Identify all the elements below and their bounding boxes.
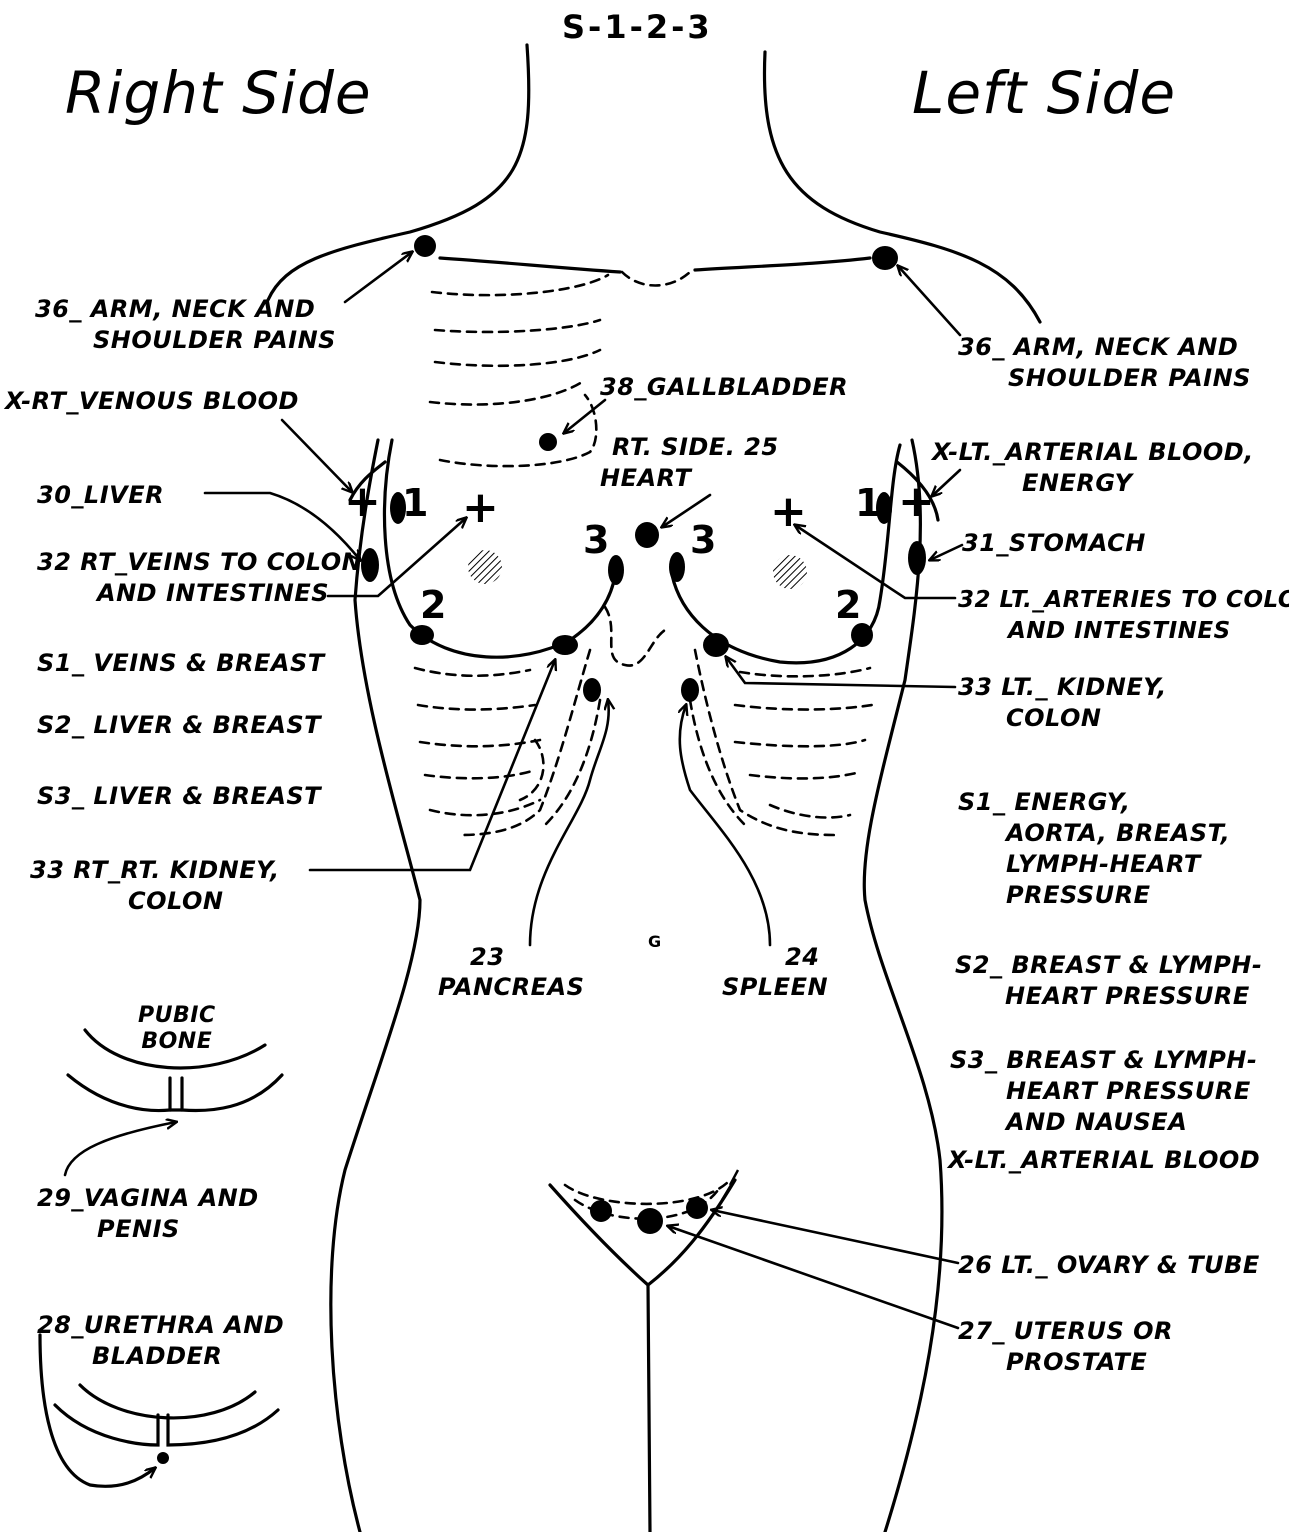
point-31-stomach bbox=[908, 541, 926, 575]
marker-plus-xrt: + bbox=[344, 486, 381, 517]
label-pubic-bone: PUBIC BONE bbox=[138, 1003, 216, 1055]
point-36-left bbox=[872, 246, 898, 270]
marker-3-right: 3 bbox=[583, 525, 610, 556]
label-23-pancreas: PANCREAS bbox=[438, 972, 584, 1003]
point-36-right bbox=[414, 235, 436, 257]
label-x-rt: X-RT_VENOUS BLOOD bbox=[5, 386, 299, 417]
leader-24 bbox=[680, 705, 770, 945]
point-38-gallbladder bbox=[539, 433, 557, 451]
point-24-spleen bbox=[681, 678, 699, 702]
groin-line bbox=[550, 1180, 735, 1285]
point-33-left bbox=[703, 633, 729, 657]
point-30-liver bbox=[361, 548, 379, 582]
marker-plus-xlt: + bbox=[898, 486, 935, 517]
point-23-pancreas bbox=[583, 678, 601, 702]
bladder-arc bbox=[80, 1385, 255, 1418]
label-s3-right: S3_ LIVER & BREAST bbox=[37, 781, 321, 812]
point-26-ovary bbox=[590, 1200, 612, 1222]
right-side-heading: Right Side bbox=[65, 78, 372, 109]
groin-center bbox=[648, 1285, 650, 1532]
label-x-lt-arterial: X-LT._ARTERIAL BLOOD bbox=[948, 1145, 1260, 1176]
label-24-number: 24 bbox=[785, 942, 819, 973]
marker-plus-32-left: + bbox=[770, 496, 807, 527]
point-27-uterus bbox=[637, 1208, 663, 1234]
label-38-gallbladder: 38_GALLBLADDER bbox=[600, 372, 848, 403]
point-3-left bbox=[669, 552, 685, 582]
marker-plus-32-right: + bbox=[462, 492, 499, 523]
left-side-heading: Left Side bbox=[912, 78, 1176, 109]
reflex-points bbox=[157, 235, 926, 1464]
bladder-base bbox=[55, 1405, 278, 1445]
point-25-heart bbox=[635, 522, 659, 548]
label-36-left: 36_ ARM, NECK AND SHOULDER PAINS bbox=[958, 332, 1251, 394]
label-33-right: 33 RT_RT. KIDNEY, COLON bbox=[30, 855, 280, 917]
label-s2-left: S2_ BREAST & LYMPH- HEART PRESSURE bbox=[955, 950, 1262, 1012]
leader-27 bbox=[668, 1226, 958, 1328]
label-31-stomach: 31_STOMACH bbox=[962, 528, 1146, 559]
marker-1-right: 1 bbox=[402, 488, 429, 519]
label-26-ovary: 26 LT._ OVARY & TUBE bbox=[958, 1250, 1260, 1281]
label-30-liver: 30_LIVER bbox=[37, 480, 164, 511]
page-title: S-1-2-3 bbox=[562, 12, 713, 43]
marker-2-left: 2 bbox=[835, 590, 862, 621]
leader-36-left bbox=[898, 266, 960, 335]
nipple-left bbox=[773, 555, 807, 589]
leader-29 bbox=[65, 1122, 176, 1175]
leader-23 bbox=[530, 700, 609, 945]
label-25-heart: RT. SIDE. 25 HEART bbox=[600, 432, 779, 494]
point-26-ovary-left bbox=[686, 1197, 708, 1219]
label-s2-right: S2_ LIVER & BREAST bbox=[37, 710, 321, 741]
label-x-lt: X-LT._ARTERIAL BLOOD, ENERGY bbox=[932, 437, 1254, 499]
pubic-bone-base bbox=[68, 1075, 282, 1111]
marker-1-left: 1 bbox=[855, 488, 882, 519]
navel-mark: G bbox=[648, 926, 662, 957]
leader-33-right bbox=[310, 660, 555, 870]
label-23-number: 23 bbox=[470, 942, 504, 973]
point-3-right bbox=[608, 555, 624, 585]
label-28-urethra: 28_URETHRA AND BLADDER bbox=[37, 1310, 284, 1372]
leader-33-left bbox=[726, 657, 955, 687]
label-s1-right: S1_ VEINS & BREAST bbox=[37, 648, 325, 679]
leader-xrt bbox=[282, 420, 352, 492]
leader-32-left bbox=[795, 525, 955, 598]
leader-31 bbox=[930, 545, 962, 560]
clavicle-right bbox=[440, 258, 620, 272]
leader-38 bbox=[564, 400, 605, 433]
marker-3-left: 3 bbox=[690, 525, 717, 556]
label-33-left: 33 LT._ KIDNEY, COLON bbox=[958, 672, 1167, 734]
label-32-right: 32 RT_VEINS TO COLON AND INTESTINES bbox=[37, 547, 362, 609]
label-29-vagina: 29_VAGINA AND PENIS bbox=[37, 1183, 259, 1245]
label-s3-left: S3_ BREAST & LYMPH- HEART PRESSURE AND N… bbox=[950, 1045, 1257, 1138]
leader-36-right bbox=[345, 252, 412, 302]
label-32-left: 32 LT._ARTERIES TO COLON AND INTESTINES bbox=[958, 585, 1289, 647]
label-27-uterus: 27_ UTERUS OR PROSTATE bbox=[958, 1316, 1173, 1378]
marker-2-right: 2 bbox=[420, 590, 447, 621]
point-2-right bbox=[410, 625, 434, 645]
label-36-right: 36_ ARM, NECK AND SHOULDER PAINS bbox=[35, 294, 336, 356]
nipple-right bbox=[468, 550, 502, 584]
clavicle-left bbox=[695, 258, 870, 270]
point-28-bladder bbox=[157, 1452, 169, 1464]
rib-lines bbox=[415, 272, 872, 1219]
point-33-right bbox=[552, 635, 578, 655]
torso-outline-left bbox=[864, 440, 942, 1532]
label-s1-left: S1_ ENERGY, AORTA, BREAST, LYMPH-HEART P… bbox=[958, 787, 1230, 911]
label-24-spleen: SPLEEN bbox=[722, 972, 828, 1003]
